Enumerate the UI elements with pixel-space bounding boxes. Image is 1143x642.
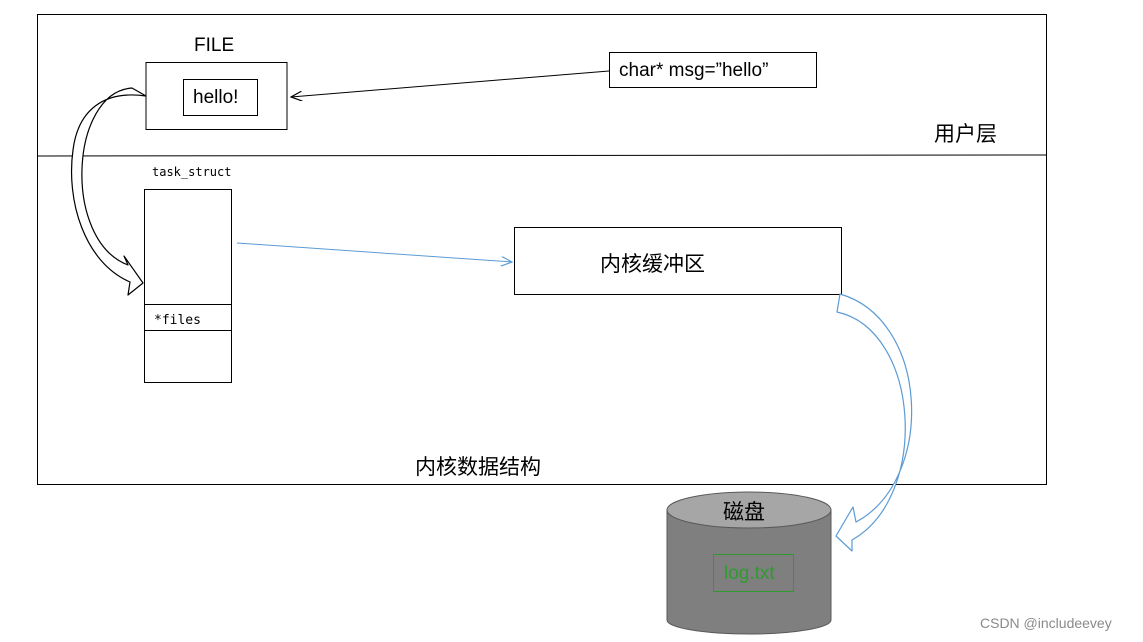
- disk-body: [666, 509, 832, 635]
- task-struct-title: task_struct: [152, 165, 232, 179]
- outer-frame: [37, 14, 1047, 485]
- file-buffer-content: hello!: [193, 87, 239, 108]
- task-struct-box: [144, 189, 232, 383]
- watermark-text: CSDN @includeevey: [980, 615, 1112, 631]
- disk-top: [666, 491, 832, 529]
- user-code-text: char* msg=”hello”: [619, 60, 769, 81]
- file-buffer-box: [183, 79, 258, 116]
- disk-label: 磁盘: [723, 500, 765, 524]
- files-field-label: *files: [154, 313, 201, 328]
- user-code-box: [609, 52, 817, 88]
- file-struct-title: FILE: [194, 35, 235, 56]
- kernel-data-structures-label: 内核数据结构: [415, 455, 541, 479]
- layer-divider: [37, 154, 1047, 157]
- arrow-msg-to-file: [291, 70, 610, 97]
- kernel-buffer-box: [514, 227, 842, 295]
- arrow-task-to-buffer: [236, 242, 512, 262]
- curved-arrow-file-to-task: [70, 87, 147, 296]
- user-layer-label: 用户层: [934, 122, 997, 146]
- curved-arrow-buffer-to-disk: [835, 293, 913, 552]
- kernel-buffer-label: 内核缓冲区: [600, 252, 705, 276]
- disk-file-label: log.txt: [724, 563, 775, 584]
- disk-file-box: [713, 554, 794, 592]
